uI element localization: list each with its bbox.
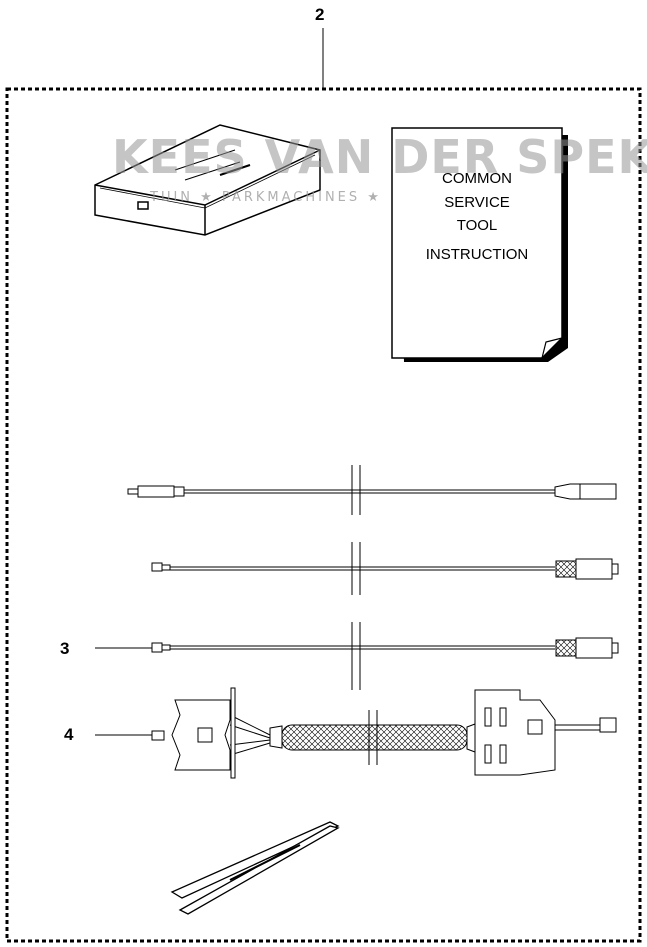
tweezers bbox=[170, 821, 340, 915]
instruction-manual bbox=[391, 127, 568, 362]
cable-plug-b bbox=[151, 542, 619, 595]
cable-usb bbox=[127, 465, 617, 515]
watermark-tagline: TUIN ★ PARKMACHINES ★ bbox=[150, 190, 382, 205]
callout-cable-3-number: 3 bbox=[60, 639, 70, 658]
callout-kit-number: 2 bbox=[315, 5, 325, 24]
manual-title-line-4: INSTRUCTION bbox=[425, 246, 529, 263]
service-tool-box bbox=[94, 124, 321, 236]
kit-boundary bbox=[5, 87, 642, 943]
watermark-brand: KEES VAN DER SPEK bbox=[112, 130, 647, 184]
cable-item-3 bbox=[95, 622, 619, 690]
callout-cable-4-number: 4 bbox=[64, 725, 74, 744]
cable-harness-item-4 bbox=[95, 687, 617, 779]
manual-title-line-2: SERVICE bbox=[444, 194, 510, 211]
manual-title-line-1: COMMON bbox=[442, 170, 512, 187]
manual-title-line-3: TOOL bbox=[456, 217, 498, 234]
